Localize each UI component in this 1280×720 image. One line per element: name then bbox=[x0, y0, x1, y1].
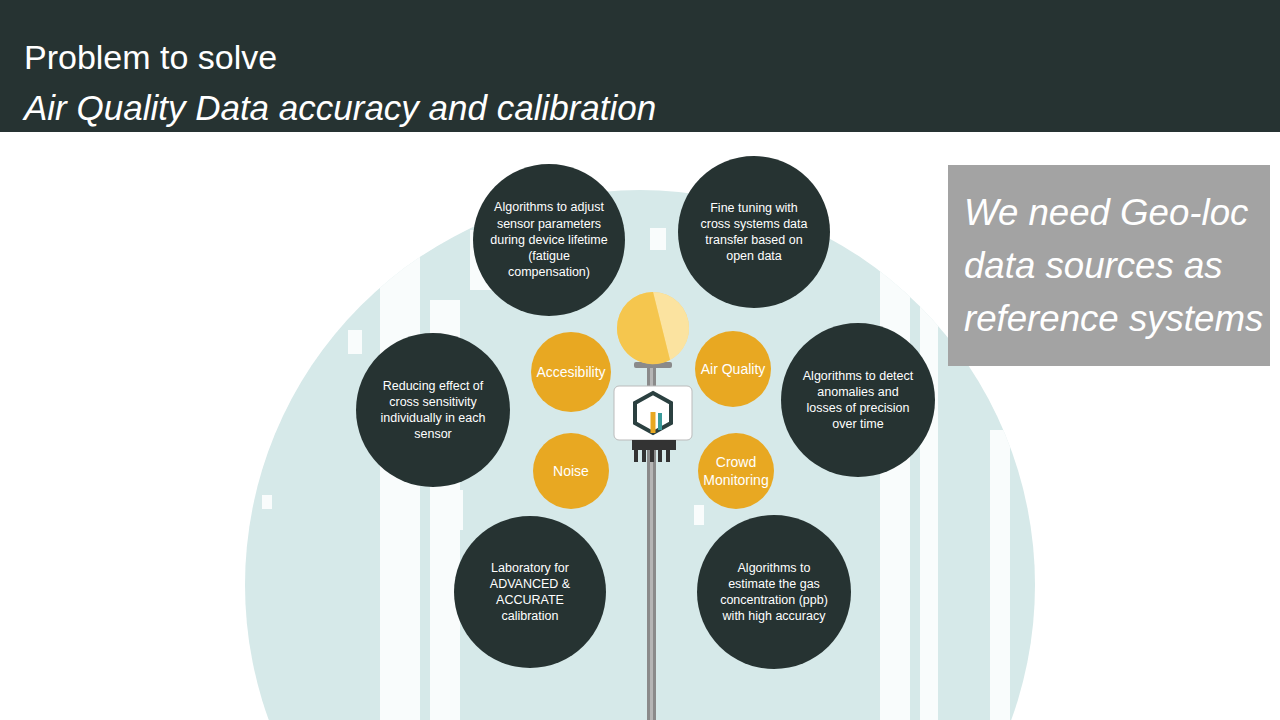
circle-label: Algorithms to detect anomalies and losse… bbox=[799, 368, 918, 433]
node-text-group: Algorithms to detect anomalies and losse… bbox=[799, 368, 918, 433]
node-text-group: Fine tuning with cross systems data tran… bbox=[695, 200, 813, 265]
node-text-group: Algorithms to adjust sensor parameters d… bbox=[490, 199, 608, 280]
solution-circle: Algorithms to adjust sensor parameters d… bbox=[473, 164, 625, 316]
lamp-post bbox=[617, 292, 689, 720]
topic-circle: Accesibility bbox=[531, 332, 611, 412]
node-text-group: Crowd Monitoring bbox=[702, 453, 770, 489]
solution-circle: Reducing effect of cross sensitivity ind… bbox=[356, 333, 510, 487]
node-text-group: Algorithms to estimate the gas concentra… bbox=[715, 560, 834, 625]
circle-label: Air Quality bbox=[699, 360, 767, 378]
city-silhouette bbox=[262, 228, 1010, 720]
circle-label: Laboratory for ADVANCED & ACCURATE calib… bbox=[471, 560, 589, 625]
background-circle bbox=[245, 190, 1035, 720]
solution-circle: Laboratory for ADVANCED & ACCURATE calib… bbox=[454, 516, 606, 668]
node-text-group: Reducing effect of cross sensitivity ind… bbox=[374, 378, 493, 443]
circle-label: Algorithms to estimate the gas concentra… bbox=[715, 560, 834, 625]
slide-title: Problem to solve bbox=[24, 38, 277, 77]
circle-label: Accesibility bbox=[535, 363, 607, 381]
solution-circle: Fine tuning with cross systems data tran… bbox=[678, 156, 830, 308]
solution-circle: Algorithms to estimate the gas concentra… bbox=[697, 515, 851, 669]
topic-circle: Air Quality bbox=[695, 331, 771, 407]
callout-text: We need Geo-loc data sources as referenc… bbox=[964, 186, 1264, 345]
circle-label: Noise bbox=[537, 462, 605, 480]
topic-circle: Noise bbox=[533, 433, 609, 509]
node-text-group: We need Geo-loc data sources as referenc… bbox=[964, 186, 1264, 345]
node-text-group: Noise bbox=[537, 462, 605, 480]
solution-circle: Algorithms to detect anomalies and losse… bbox=[781, 323, 935, 477]
callout-box: We need Geo-loc data sources as referenc… bbox=[948, 165, 1270, 366]
topic-circle: Crowd Monitoring bbox=[698, 433, 774, 509]
slide-subtitle: Air Quality Data accuracy and calibratio… bbox=[24, 88, 656, 128]
circle-label: Reducing effect of cross sensitivity ind… bbox=[374, 378, 493, 443]
node-text-group: Accesibility bbox=[535, 363, 607, 381]
node-text-group: Laboratory for ADVANCED & ACCURATE calib… bbox=[471, 560, 589, 625]
circle-label: Fine tuning with cross systems data tran… bbox=[695, 200, 813, 265]
sensor-device bbox=[614, 386, 692, 462]
circle-label: Crowd Monitoring bbox=[702, 453, 770, 489]
node-text-group: Air Quality bbox=[699, 360, 767, 378]
circle-label: Algorithms to adjust sensor parameters d… bbox=[490, 199, 608, 280]
